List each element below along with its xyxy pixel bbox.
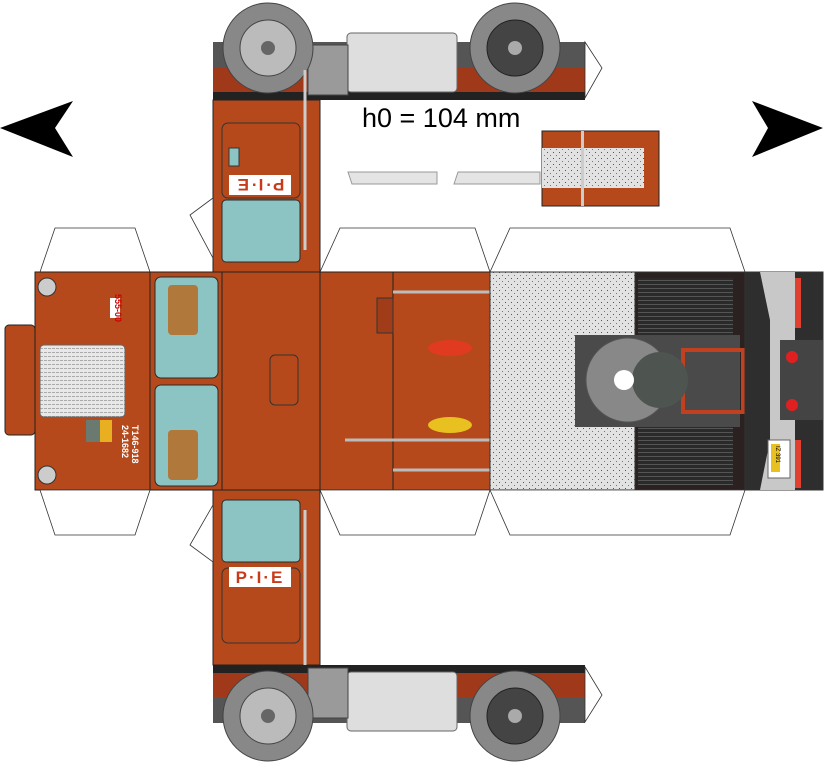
exhaust-parts [347, 130, 660, 207]
arrow-right-icon [752, 101, 823, 157]
wheel-rear-top [469, 2, 561, 94]
svg-text:P·I·E: P·I·E [236, 175, 285, 194]
top-cab-side: P·I·E [189, 70, 321, 273]
fold-tab [39, 227, 151, 273]
svg-text:24-1682: 24-1682 [120, 425, 130, 458]
fuel-tank [346, 32, 458, 93]
rear-panel: IZ 391 [744, 271, 824, 491]
fold-tab [489, 489, 746, 536]
fold-tab [39, 489, 151, 536]
front-panel: 555-00 24-1682 T146-918 [4, 271, 151, 491]
svg-text:555-00: 555-00 [113, 294, 123, 322]
svg-text:IZ 391: IZ 391 [774, 446, 780, 464]
fuel-tank [346, 671, 458, 732]
fold-tab [319, 227, 491, 273]
svg-text:P·I·E: P·I·E [236, 568, 285, 587]
top-chassis-side [213, 2, 603, 100]
windshield-panel [149, 271, 223, 491]
wheel-rear-bottom [469, 670, 561, 762]
fold-tab [489, 227, 746, 273]
fold-tab [319, 489, 491, 536]
back-panel [319, 271, 491, 491]
wheel-front-bottom [222, 670, 314, 762]
arrow-left-icon [0, 101, 73, 157]
bottom-chassis-side [213, 665, 603, 762]
grille [39, 344, 126, 418]
roof-panel [221, 271, 321, 491]
scale-label: h0 = 104 mm [362, 103, 520, 133]
bottom-cab-side: P·I·E [189, 489, 321, 690]
svg-text:T146-918: T146-918 [130, 425, 140, 464]
frame-deck [489, 271, 746, 491]
wheel-front-top [222, 2, 314, 94]
